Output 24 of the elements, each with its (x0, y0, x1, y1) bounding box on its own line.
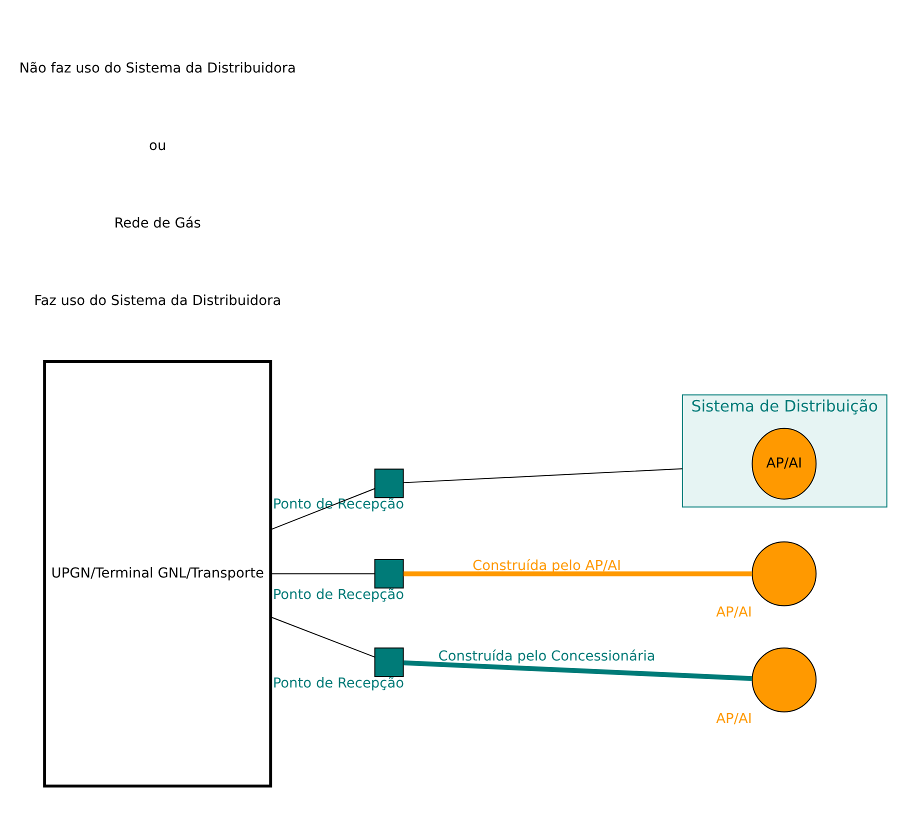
label: Não faz uso do Sistema da Distribuidora (19, 60, 296, 76)
node-label: AP/AI (716, 710, 752, 727)
node-label: Ponto de Recepção (272, 496, 404, 513)
connector (404, 571, 752, 576)
node-box (374, 559, 404, 589)
label: ou (149, 138, 166, 154)
node-circle (752, 541, 817, 606)
node-box (374, 648, 404, 677)
edge-label: Construída pelo Concessionária (438, 648, 656, 664)
node-circle: AP/AI (752, 428, 817, 500)
connector (403, 468, 683, 484)
node-box (374, 468, 404, 498)
label: Rede de Gás (114, 216, 201, 232)
node-label: Ponto de Recepção (272, 587, 404, 604)
edge-label: Construída pelo AP/AI (472, 558, 622, 574)
node-label: Ponto de Recepção (272, 675, 404, 692)
node-label: AP/AI (716, 604, 752, 621)
node-circle (752, 648, 817, 712)
node-box: UPGN/Terminal GNL/Transporte (43, 360, 272, 788)
connector (270, 616, 376, 658)
connector (403, 660, 752, 681)
label: Faz uso do Sistema da Distribuidora (34, 293, 282, 310)
connector (270, 488, 376, 530)
connector (270, 573, 376, 574)
